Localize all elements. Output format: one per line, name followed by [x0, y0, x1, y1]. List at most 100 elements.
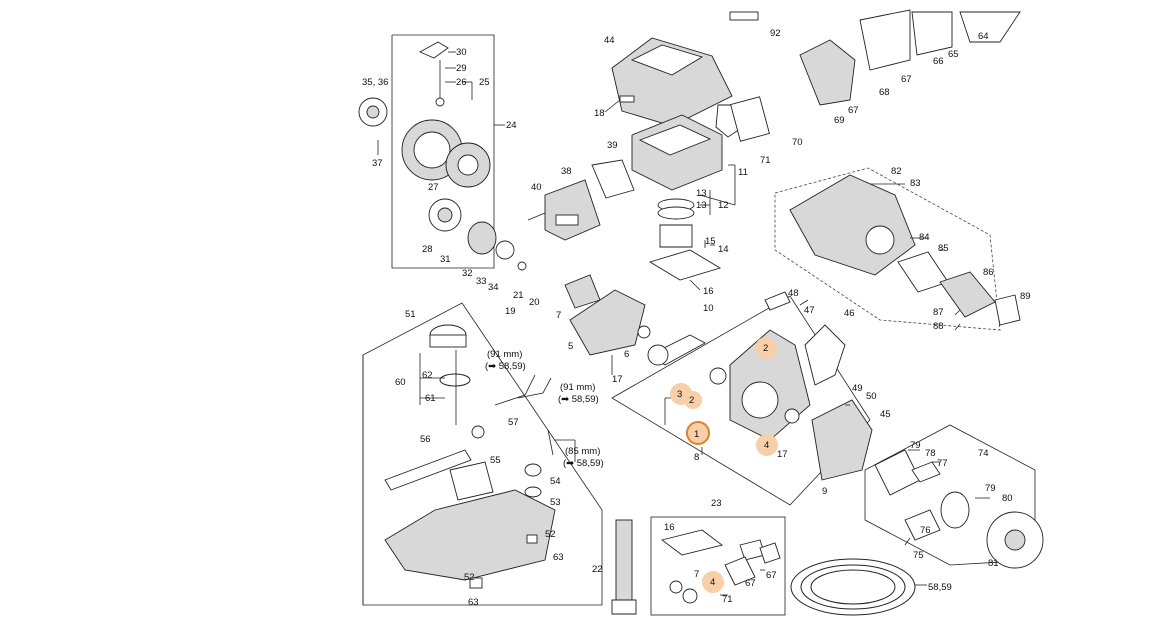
label-79-top: 79 — [910, 440, 921, 451]
label-78: 78 — [925, 448, 936, 459]
label-91mm-b: (91 mm) — [560, 382, 595, 393]
clutch-parts — [874, 449, 1044, 569]
label-52-right: 52 — [545, 529, 556, 540]
label-30: 30 — [456, 47, 467, 58]
label-51: 51 — [405, 309, 416, 320]
label-9: 9 — [822, 486, 827, 497]
label-67-top: 67 — [901, 74, 912, 85]
label-49: 49 — [852, 383, 863, 394]
label-40: 40 — [531, 182, 542, 193]
label-87: 87 — [933, 307, 944, 318]
label-22: 22 — [592, 564, 603, 575]
label-79-right: 79 — [985, 483, 996, 494]
label-67-kit-a: 67 — [766, 570, 777, 581]
label-28: 28 — [422, 244, 433, 255]
fuel-tank-parts — [384, 324, 556, 589]
label-75: 75 — [913, 550, 924, 561]
label-89: 89 — [1020, 291, 1031, 302]
label-21: 21 — [513, 290, 524, 301]
label-4-kit: 4 — [710, 577, 715, 588]
label-34: 34 — [488, 282, 499, 293]
leader-lines — [419, 51, 990, 596]
label-26: 26 — [456, 77, 467, 88]
label-50: 50 — [866, 391, 877, 402]
label-46: 46 — [844, 308, 855, 319]
fuel-line-coil — [790, 558, 916, 616]
label-82: 82 — [891, 166, 902, 177]
label-91mm-a: (91 mm) — [487, 349, 522, 360]
label-20: 20 — [529, 297, 540, 308]
label-23: 23 — [711, 498, 722, 509]
label-14: 14 — [718, 244, 729, 255]
label-70: 70 — [792, 137, 803, 148]
label-29: 29 — [456, 63, 467, 74]
label-67-mid: 67 — [848, 105, 859, 116]
label-63-right: 63 — [553, 552, 564, 563]
label-11: 11 — [738, 167, 748, 178]
label-56: 56 — [420, 434, 431, 445]
label-1: 1 — [694, 429, 699, 440]
label-69: 69 — [834, 115, 845, 126]
label-12: 12 — [718, 200, 729, 211]
part-labels: 30 29 26 25 35, 36 24 37 27 28 31 32 33 … — [362, 28, 1031, 608]
label-85mm: (85 mm) — [565, 446, 600, 457]
label-17-mid: 17 — [777, 449, 788, 460]
label-88: 88 — [933, 321, 944, 332]
label-18: 18 — [594, 108, 605, 119]
label-31: 31 — [440, 254, 451, 265]
air-filter-parts — [789, 174, 1021, 326]
label-60: 60 — [395, 377, 406, 388]
label-4: 4 — [764, 440, 769, 451]
label-10: 10 — [703, 303, 714, 314]
label-84: 84 — [919, 232, 930, 243]
label-25: 25 — [479, 77, 490, 88]
label-ref-c: (➡ 58,59) — [563, 458, 604, 469]
label-54: 54 — [550, 476, 561, 487]
label-13b: 13 — [696, 200, 707, 211]
label-7-kit: 7 — [694, 569, 699, 580]
label-24: 24 — [506, 120, 517, 131]
label-33: 33 — [476, 276, 487, 287]
label-71: 71 — [760, 155, 771, 166]
label-65: 65 — [948, 49, 959, 60]
crankcase-parts — [729, 291, 873, 481]
label-32: 32 — [462, 268, 473, 279]
label-62: 62 — [422, 370, 433, 381]
label-83: 83 — [910, 178, 921, 189]
label-86: 86 — [983, 267, 994, 278]
label-17-top: 17 — [612, 374, 623, 385]
label-16: 16 — [703, 286, 714, 297]
label-48: 48 — [788, 288, 799, 299]
label-61: 61 — [425, 393, 436, 404]
label-76: 76 — [920, 525, 931, 536]
label-37: 37 — [372, 158, 383, 169]
engine-parts — [527, 9, 1021, 385]
label-64: 64 — [978, 31, 989, 42]
repair-kit-parts — [611, 519, 781, 615]
label-77: 77 — [937, 458, 948, 469]
label-53: 53 — [550, 497, 561, 508]
label-35-36: 35, 36 — [362, 77, 388, 88]
label-44: 44 — [604, 35, 615, 46]
label-8: 8 — [694, 452, 699, 463]
label-13a: 13 — [696, 188, 707, 199]
label-2-left: 2 — [689, 395, 694, 406]
label-68: 68 — [879, 87, 890, 98]
label-ref-a: (➡ 58,59) — [485, 361, 526, 372]
label-19: 19 — [505, 306, 516, 317]
label-47: 47 — [804, 305, 815, 316]
label-85: 85 — [938, 243, 949, 254]
label-63-bottom: 63 — [468, 597, 479, 608]
label-92: 92 — [770, 28, 781, 39]
label-39: 39 — [607, 140, 618, 151]
label-ref-b: (➡ 58,59) — [558, 394, 599, 405]
label-80: 80 — [1002, 493, 1013, 504]
label-57: 57 — [508, 417, 519, 428]
label-55: 55 — [490, 455, 501, 466]
label-38: 38 — [561, 166, 572, 177]
label-81: 81 — [988, 558, 999, 569]
label-5: 5 — [568, 341, 573, 352]
label-67-kit-b: 67 — [745, 578, 756, 589]
label-3: 3 — [677, 389, 682, 400]
